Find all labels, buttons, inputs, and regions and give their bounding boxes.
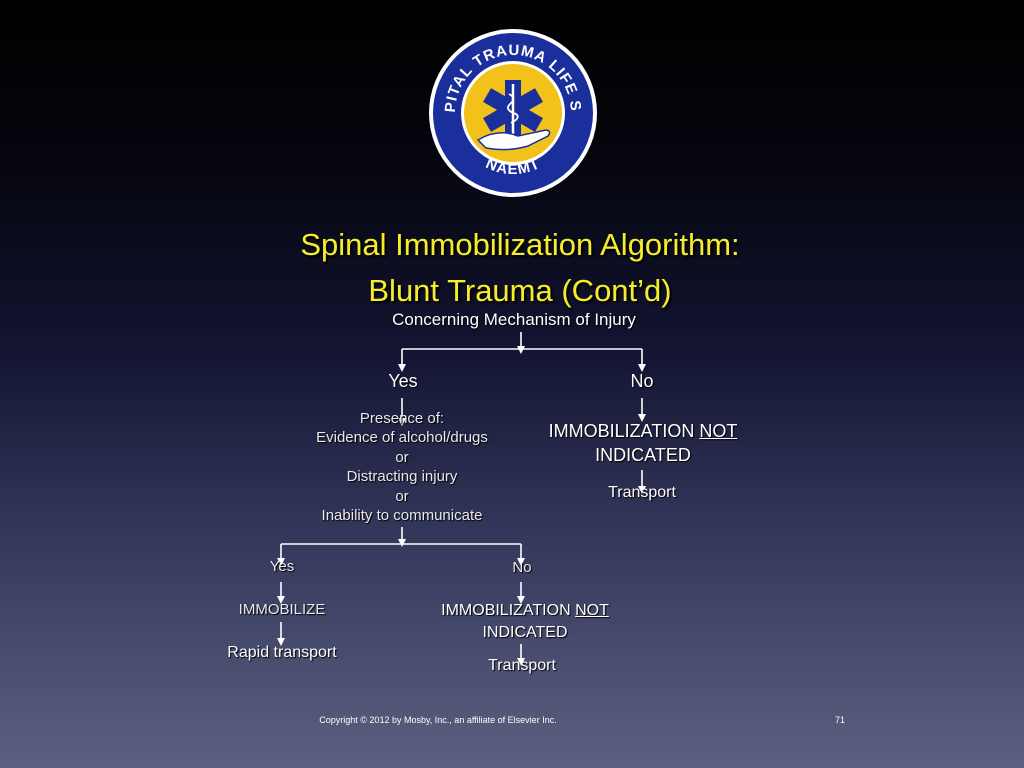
node-yes-1: Yes	[388, 371, 418, 391]
node-transport-2: Transport	[488, 657, 556, 674]
node-immobilization-not-indicated-2: IMMOBILIZATION NOT INDICATED	[408, 600, 642, 644]
presence-line-5: or	[395, 487, 409, 505]
node-transport-1: Transport	[608, 484, 676, 501]
node-presence-of: Presence of: Evidence of alcohol/drugs o…	[282, 409, 522, 525]
presence-line-6: Inability to communicate	[321, 507, 483, 525]
star-of-life-icon	[483, 80, 543, 140]
svg-text:NAEMT: NAEMT	[483, 155, 543, 178]
node-concerning-mechanism: Concerning Mechanism of Injury	[392, 310, 636, 329]
not-indicated-1-line2: INDICATED	[595, 445, 691, 465]
presence-line-2: Evidence of alcohol/drugs	[316, 429, 488, 447]
node-immobilize: IMMOBILIZE	[238, 601, 326, 618]
not-indicated-1-prefix: IMMOBILIZATION	[548, 421, 700, 441]
presence-line-4: Distracting injury	[346, 468, 458, 486]
hand-icon	[476, 129, 551, 151]
node-yes-2: Yes	[269, 558, 295, 575]
not-indicated-1-not: NOT	[699, 421, 738, 441]
logo-bottom-text: NAEMT	[483, 155, 542, 178]
presence-line-1: Presence of:	[359, 410, 445, 427]
node-no-1: No	[630, 371, 654, 391]
page-number: 71	[834, 715, 845, 725]
copyright-notice: Copyright © 2012 by Mosby, Inc., an affi…	[319, 715, 557, 725]
not-indicated-2-line2: INDICATED	[482, 624, 568, 641]
phtls-logo: Pre HOSPITAL TRAUMA LIFE SUPPORT NAEMT	[428, 28, 597, 197]
presence-line-3: or	[395, 448, 409, 466]
node-no-2: No	[512, 559, 532, 576]
node-immobilization-not-indicated-1: IMMOBILIZATION NOT INDICATED	[526, 419, 760, 467]
title-line-1: Spinal Immobilization Algorithm:	[300, 227, 740, 262]
node-rapid-transport: Rapid transport	[227, 644, 337, 661]
not-indicated-2-not: NOT	[575, 602, 609, 619]
title-line-2: Blunt Trauma (Cont’d)	[368, 273, 672, 308]
slide-title: Spinal Immobilization Algorithm: Blunt T…	[0, 222, 1024, 314]
not-indicated-2-prefix: IMMOBILIZATION	[441, 602, 576, 619]
